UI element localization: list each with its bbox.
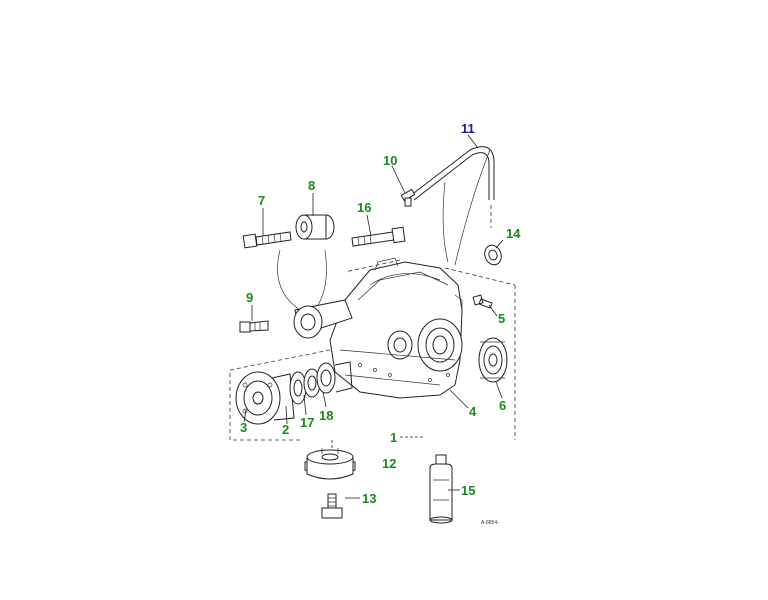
mount-bushing-lower: [304, 448, 356, 480]
callout-7[interactable]: 7: [258, 193, 265, 208]
callout-16[interactable]: 16: [357, 200, 371, 215]
leader-lines: [243, 134, 504, 499]
callout-13[interactable]: 13: [362, 491, 376, 506]
callout-5[interactable]: 5: [498, 311, 505, 326]
pinion-spacer: [303, 368, 321, 398]
callout-11[interactable]: 11: [461, 121, 475, 136]
reference-code: A-8854-: [481, 520, 499, 526]
mounting-bolt-short: [351, 226, 406, 247]
pinion-seal: [289, 371, 307, 405]
mounting-bolt-long: [242, 231, 292, 249]
output-seal-right: [478, 337, 508, 383]
callout-9[interactable]: 9: [246, 290, 253, 305]
lower-mount-bolt: [321, 440, 343, 519]
pinion-nut: [316, 361, 353, 394]
mount-bushing-top: [295, 214, 335, 240]
callout-2[interactable]: 2: [282, 422, 289, 437]
vent-hose: [409, 146, 495, 266]
breather-fitting: [400, 188, 416, 207]
callout-18[interactable]: 18: [319, 408, 333, 423]
differential-housing: [329, 257, 463, 399]
seal-small: [484, 244, 502, 266]
assembly-boundary: [229, 259, 516, 441]
oil-bottle: [429, 454, 453, 524]
callout-4[interactable]: 4: [469, 404, 477, 419]
callout-8[interactable]: 8: [308, 178, 315, 193]
callout-14[interactable]: 14: [506, 226, 521, 241]
mounting-bolt-side: [239, 320, 269, 333]
cover-bolt: [472, 294, 493, 309]
callout-15[interactable]: 15: [461, 483, 475, 498]
callout-6[interactable]: 6: [499, 398, 506, 413]
input-flange: [235, 371, 295, 425]
callout-12[interactable]: 12: [382, 456, 396, 471]
mount-arm: [277, 249, 353, 339]
callout-17[interactable]: 17: [300, 415, 314, 430]
callout-1[interactable]: 1: [390, 430, 397, 445]
callout-10[interactable]: 10: [383, 153, 397, 168]
callout-3[interactable]: 3: [240, 420, 247, 435]
